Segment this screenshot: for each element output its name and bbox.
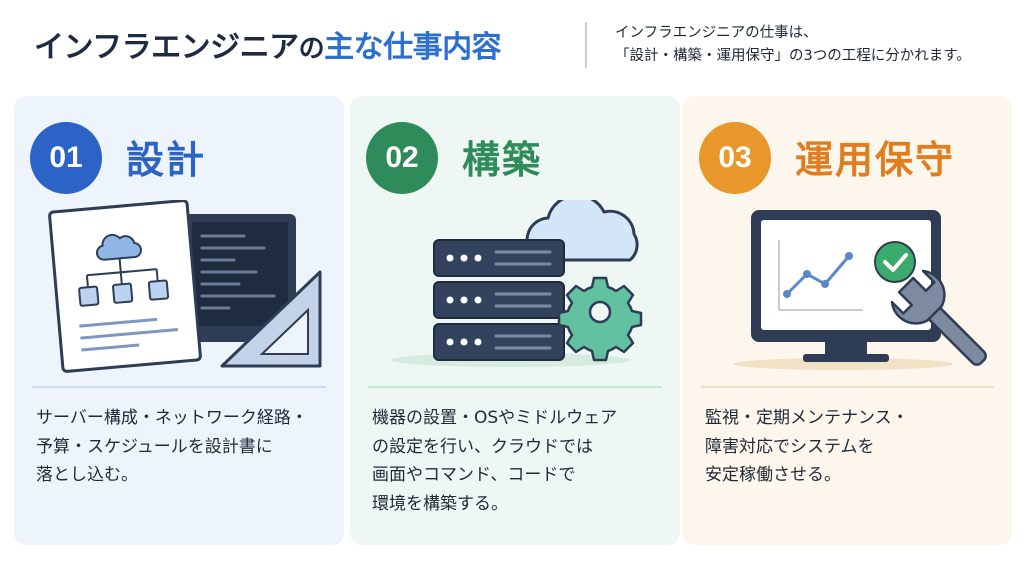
card-description: 機器の設置・OSやミドルウェア の設定を行い、クラウドでは 画面やコマンド、コー…	[372, 404, 666, 518]
card-title: 設計	[126, 138, 207, 182]
description-line: 機器の設置・OSやミドルウェア	[372, 408, 618, 428]
header: インフラエンジニアの主な仕事内容 インフラエンジニアの仕事は、 「設計・構築・運…	[0, 0, 1024, 92]
subtitle-line: 「設計・構築・運用保守」の3つの工程に分かれます。	[615, 48, 971, 64]
description-line: 監視・定期メンテナンス・	[705, 408, 909, 428]
card-operation: 03 運用保守 監視・定期メンテナンス・ 障害対応でシステムを 安定稼働させる。	[683, 96, 1012, 545]
step-number-badge: 01	[30, 122, 102, 194]
card-description: サーバー構成・ネットワーク経路・ 予算・スケジュールを設計書に 落とし込む。	[36, 404, 330, 490]
description-line: 落とし込む。	[36, 465, 138, 485]
monitor-chart-check-wrench-icon	[733, 210, 987, 370]
page-title: インフラエンジニアの主な仕事内容	[34, 22, 502, 66]
description-line: 予算・スケジュールを設計書に	[36, 436, 273, 457]
description-line: 安定稼働させる。	[705, 465, 841, 485]
description-line: 画面やコマンド、コードで	[372, 465, 576, 485]
description-line: サーバー構成・ネットワーク経路・	[36, 408, 308, 428]
step-number-badge: 03	[699, 122, 771, 194]
step-number-badge: 02	[366, 122, 438, 194]
description-line: 障害対応でシステムを	[705, 436, 875, 457]
page-subtitle: インフラエンジニアの仕事は、 「設計・構築・運用保守」の3つの工程に分かれます。	[615, 22, 1010, 68]
title-highlight: 主な仕事内容	[324, 30, 502, 65]
card-title: 構築	[462, 138, 543, 182]
card-divider	[368, 386, 662, 388]
subtitle-line: インフラエンジニアの仕事は、	[615, 25, 818, 41]
title-main: インフラエンジニア	[34, 30, 299, 65]
card-divider	[32, 386, 326, 388]
description-line: 環境を構築する。	[372, 493, 508, 514]
blueprint-document-monitor-ruler-icon	[48, 200, 322, 373]
card-title: 運用保守	[795, 138, 956, 182]
card-divider	[701, 386, 994, 388]
card-design: 01 設計	[14, 96, 344, 545]
card-build: 02 構築 機器の設置・OSやミドルウェア	[350, 96, 680, 545]
title-particle: の	[298, 34, 325, 64]
description-line: の設定を行い、クラウドでは	[372, 436, 593, 457]
card-description: 監視・定期メンテナンス・ 障害対応でシステムを 安定稼働させる。	[705, 404, 998, 490]
header-divider	[585, 22, 587, 68]
server-rack-cloud-gear-icon	[390, 200, 643, 367]
